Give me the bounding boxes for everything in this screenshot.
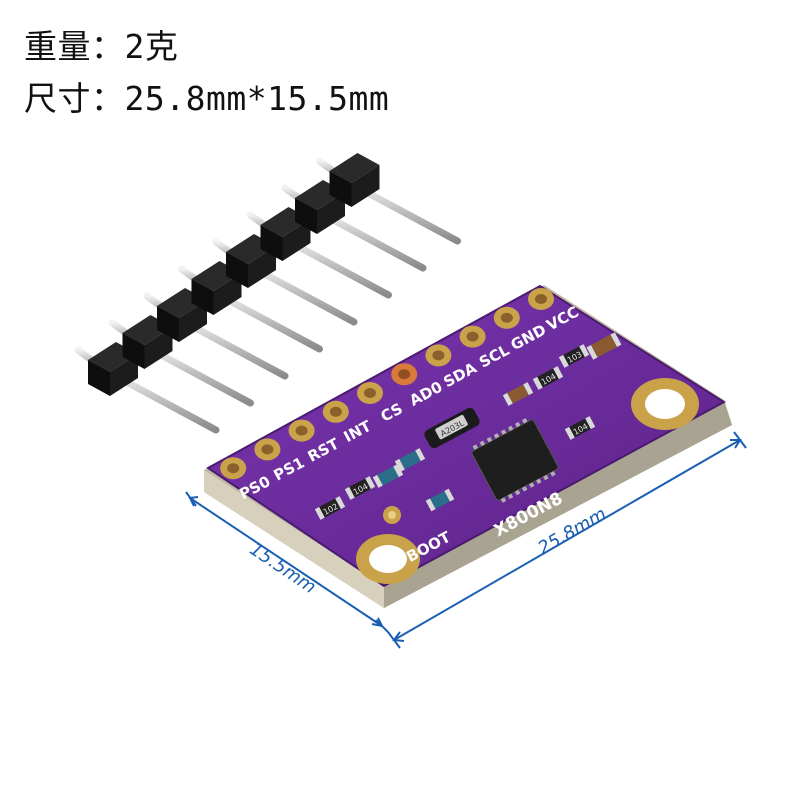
pin-pad-ps0 <box>220 457 247 480</box>
smd-component: 104 <box>344 476 376 500</box>
dimension-length <box>387 431 747 649</box>
sensor-chip <box>471 418 559 503</box>
weight-spec: 重量：2克 <box>24 27 179 66</box>
header-block <box>88 342 138 396</box>
pin-pad-rst <box>288 419 315 442</box>
pin-header <box>74 153 461 434</box>
pin-pad-ps1 <box>254 438 281 461</box>
dimension-width <box>185 491 389 633</box>
smd-component <box>502 382 534 406</box>
pin-pad-vcc <box>528 288 554 310</box>
pin-pad-sda <box>425 344 452 367</box>
pin-pad-scl <box>459 325 486 348</box>
smd-component <box>394 448 426 472</box>
crystal-component: A203L <box>424 407 480 449</box>
smd-component <box>372 464 404 488</box>
header-block <box>329 153 380 207</box>
mounting-hole <box>356 534 420 584</box>
pin-pad-gnd <box>493 306 520 329</box>
boot-pad <box>383 506 401 524</box>
smd-component: 104 <box>532 366 564 390</box>
size-spec: 尺寸：25.8mm*15.5mm <box>24 79 390 118</box>
pin-pad-int <box>322 400 349 423</box>
pin-pad-ad0 <box>391 363 418 386</box>
smd-component: 102 <box>314 496 346 520</box>
smd-component <box>586 332 622 360</box>
pin-pad-cs <box>357 382 383 404</box>
smd-component <box>425 488 455 512</box>
mounting-hole <box>631 378 699 430</box>
